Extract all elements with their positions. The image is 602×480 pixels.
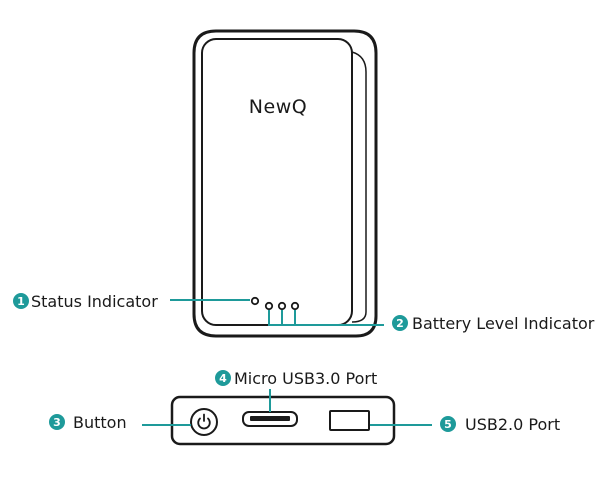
callout-number-3: 3 bbox=[53, 416, 61, 429]
callout-number-5: 5 bbox=[444, 418, 452, 431]
power-button bbox=[190, 408, 218, 436]
callout-micro-usb3-port: 4 Micro USB3.0 Port bbox=[215, 369, 377, 412]
callout-battery-level-indicator: 2 Battery Level Indicator bbox=[268, 310, 595, 333]
callout-number-2: 2 bbox=[396, 317, 404, 330]
micro-usb3-port-inner bbox=[250, 416, 290, 421]
device-front-view: NewQ bbox=[192, 29, 378, 338]
usb2-port bbox=[329, 410, 370, 431]
callout-badge-2 bbox=[392, 315, 408, 331]
power-button-ring bbox=[190, 408, 218, 436]
callout-usb2-port: 5 USB2.0 Port bbox=[370, 415, 560, 434]
callout-label-battery-level-indicator: Battery Level Indicator bbox=[412, 314, 595, 333]
callout-badge-5 bbox=[440, 416, 456, 432]
callout-label-status-indicator: Status Indicator bbox=[31, 292, 158, 311]
battery-led-2 bbox=[277, 301, 287, 311]
callout-label-button: Button bbox=[73, 413, 127, 432]
power-icon bbox=[197, 413, 211, 430]
callout-number-1: 1 bbox=[17, 295, 25, 308]
callout-badge-1 bbox=[13, 293, 29, 309]
battery-led-3 bbox=[290, 301, 300, 311]
callout-label-usb2-port: USB2.0 Port bbox=[465, 415, 560, 434]
callout-badge-3 bbox=[49, 414, 65, 430]
device-side-view bbox=[170, 395, 396, 446]
callout-status-indicator: 1 Status Indicator bbox=[13, 292, 250, 311]
battery-led-1 bbox=[264, 301, 274, 311]
callout-badge-4 bbox=[215, 370, 231, 386]
status-indicator-led bbox=[250, 296, 260, 306]
brand-logo: NewQ bbox=[249, 96, 307, 118]
device-side-edge bbox=[351, 51, 367, 323]
callout-label-micro-usb3-port: Micro USB3.0 Port bbox=[234, 369, 377, 388]
callout-button: 3 Button bbox=[49, 413, 191, 432]
device-face-outline bbox=[201, 38, 353, 326]
callout-number-4: 4 bbox=[219, 372, 227, 385]
